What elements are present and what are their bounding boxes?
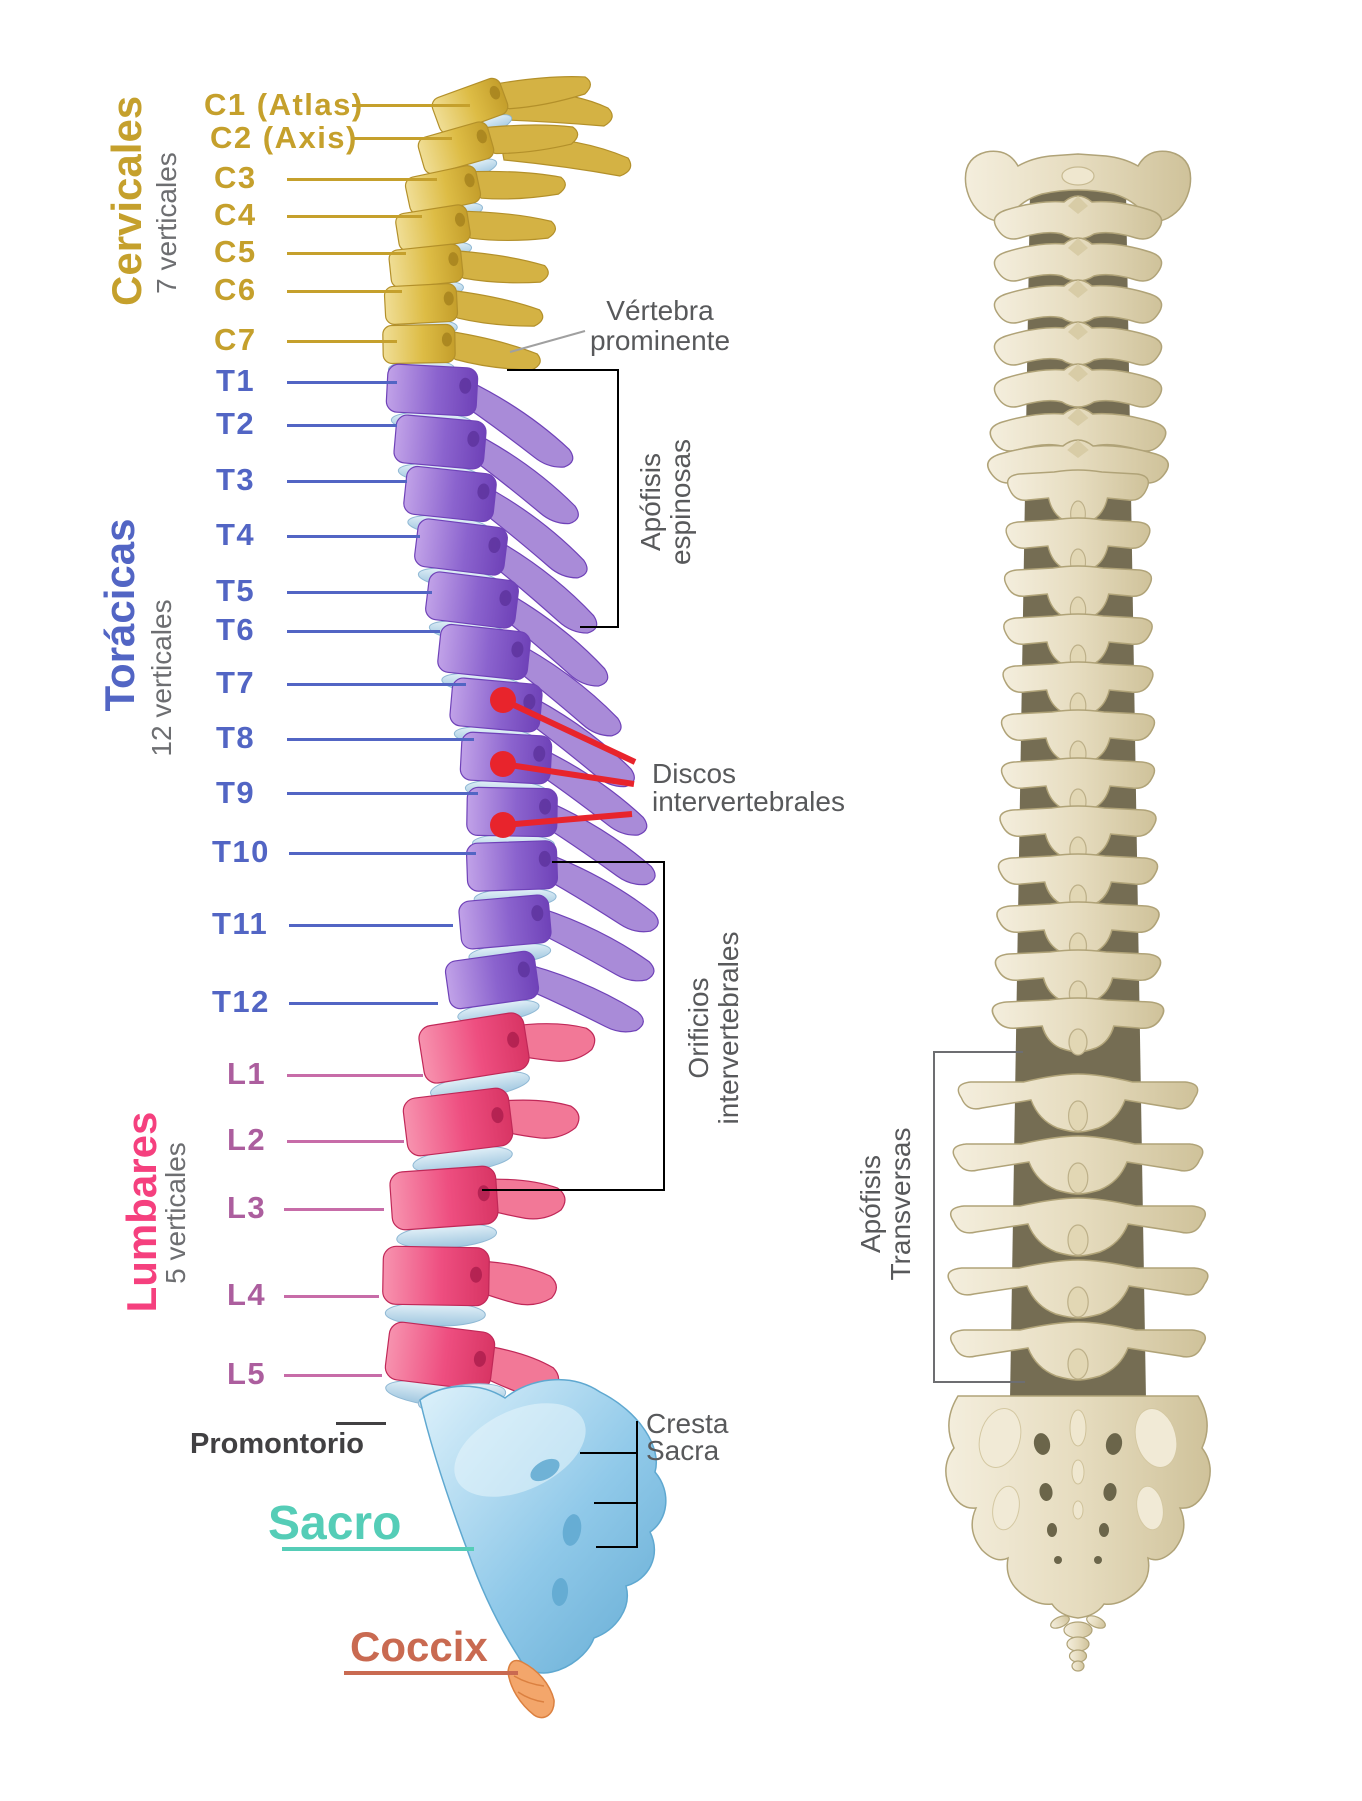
label-t2: T2 — [216, 406, 256, 441]
cresta-sacra-bracket — [636, 1421, 638, 1548]
cresta-sacra-tick-1 — [580, 1452, 636, 1454]
label-t11: T11 — [212, 906, 269, 941]
label-t8: T8 — [216, 720, 256, 755]
label-c1: C1 (Atlas) — [204, 87, 364, 122]
cervical-spine-segment — [382, 46, 632, 380]
cresta-sacra-tick-2 — [594, 1502, 636, 1504]
apofisis-transversas-bracket-tick — [933, 1381, 1025, 1383]
posterior-thoracic — [991, 469, 1165, 1056]
leader-line-l1 — [287, 1074, 423, 1077]
label-l2: L2 — [227, 1122, 267, 1157]
leader-line-c5 — [287, 252, 406, 255]
vertebra-prominente-label: Vértebra prominente — [589, 295, 731, 356]
leader-line-t5 — [287, 591, 432, 594]
leader-line-t9 — [287, 792, 478, 795]
leader-line-t10 — [289, 852, 476, 855]
discos-intervertebrales-label: Discos intervertebrales — [652, 758, 845, 817]
leader-line-c3 — [287, 178, 437, 181]
coccyx-segment — [507, 1659, 555, 1719]
label-t12: T12 — [212, 984, 270, 1019]
label-c2: C2 (Axis) — [210, 120, 358, 155]
label-l5: L5 — [227, 1356, 267, 1391]
leader-line-l5 — [284, 1374, 382, 1377]
leader-line-l2 — [287, 1140, 404, 1143]
posterior-cervical — [986, 195, 1170, 484]
label-c5: C5 — [214, 234, 257, 269]
orificios-intervertebrales-bracket — [552, 861, 665, 1191]
apofisis-transversas-bracket — [933, 1051, 1023, 1383]
leader-line-t1 — [287, 381, 397, 384]
label-l3: L3 — [227, 1190, 267, 1225]
posterior-spine-illustration — [945, 150, 1211, 1672]
lumbares-section-title: Lumbares — [118, 1111, 165, 1313]
coccix-underline — [344, 1671, 518, 1675]
label-t3: T3 — [216, 462, 256, 497]
label-c4: C4 — [214, 197, 257, 232]
toracicas-section-title: Torácicas — [96, 518, 143, 712]
leader-line-c1 — [352, 104, 470, 107]
label-l4: L4 — [227, 1277, 267, 1312]
posterior-coccyx — [1050, 1615, 1106, 1672]
lumbares-section-subtitle: 5 verticales — [160, 1142, 191, 1284]
label-t1: T1 — [216, 363, 256, 398]
cervicales-section-subtitle: 7 verticales — [151, 152, 182, 294]
apofisis-espinosas-label: Apófisis espinosas — [635, 438, 696, 566]
promontorio-tick — [336, 1422, 386, 1425]
leader-line-t6 — [287, 630, 440, 633]
leader-line-t4 — [287, 535, 420, 538]
label-t9: T9 — [216, 775, 256, 810]
vertebra-prominente-leader-line — [509, 330, 586, 353]
disc-markers — [490, 687, 637, 838]
label-t5: T5 — [216, 573, 256, 608]
orificios-intervertebrales-bracket-tick — [482, 1189, 663, 1191]
leader-line-c2 — [354, 137, 452, 140]
apofisis-transversas-label: Apófisis Transversas — [855, 1127, 916, 1281]
label-t4: T4 — [216, 517, 256, 552]
label-t10: T10 — [212, 834, 270, 869]
leader-line-t2 — [287, 424, 397, 427]
cervicales-section-title: Cervicales — [103, 95, 150, 306]
leader-line-t11 — [289, 924, 453, 927]
label-t6: T6 — [216, 612, 256, 647]
cresta-sacra-label: Cresta Sacra — [646, 1408, 729, 1466]
leader-line-l4 — [284, 1295, 379, 1298]
leader-line-c7 — [287, 340, 397, 343]
leader-line-t7 — [287, 683, 466, 686]
sacro-underline — [282, 1547, 474, 1551]
label-t7: T7 — [216, 665, 256, 700]
leader-line-t12 — [289, 1002, 438, 1005]
cresta-sacra-tick-3 — [596, 1546, 636, 1548]
posterior-sacrum — [945, 1395, 1211, 1619]
toracicas-section-subtitle: 12 verticales — [146, 599, 177, 757]
leader-line-t3 — [287, 480, 407, 483]
promontorio-label: Promontorio — [190, 1428, 364, 1460]
label-l1: L1 — [227, 1056, 267, 1091]
label-c3: C3 — [214, 160, 257, 195]
leader-line-l3 — [284, 1208, 384, 1211]
leader-line-c4 — [287, 215, 422, 218]
leader-line-t8 — [287, 738, 474, 741]
orificios-intervertebrales-label: Orificios intervertebrales — [683, 931, 744, 1125]
leader-line-c6 — [287, 290, 402, 293]
coccix-section-title: Coccix — [350, 1623, 488, 1670]
sacro-section-title: Sacro — [268, 1497, 402, 1550]
label-c6: C6 — [214, 272, 257, 307]
label-c7: C7 — [214, 322, 257, 357]
apofisis-espinosas-bracket-tick — [580, 626, 618, 628]
apofisis-espinosas-bracket — [507, 369, 619, 628]
